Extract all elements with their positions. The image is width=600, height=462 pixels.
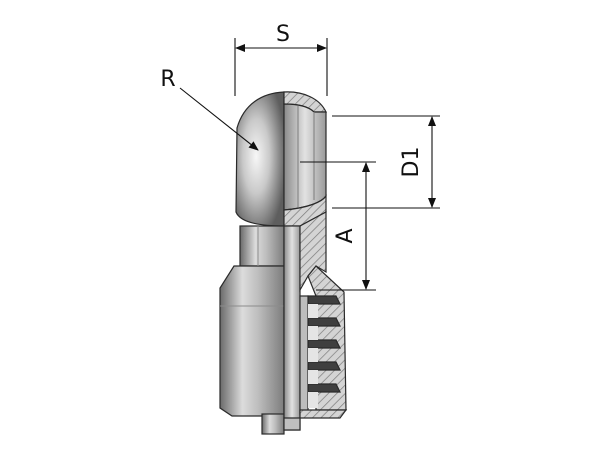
label-a: A: [333, 228, 358, 243]
section-view: [283, 91, 348, 431]
banjo-eye: [235, 91, 285, 227]
socket: [219, 265, 285, 417]
fitting-body: [219, 91, 285, 435]
center-bore: [283, 225, 301, 431]
eye-bore: [283, 103, 327, 211]
serrations: [299, 295, 341, 415]
tube-bottom: [283, 417, 301, 431]
label-r: R: [160, 67, 175, 92]
dimension-d1: D1: [332, 115, 440, 209]
ferrule-step: [261, 413, 285, 435]
label-s: S: [276, 22, 290, 47]
dimension-r: R: [160, 67, 259, 151]
dimension-a: A: [300, 161, 376, 291]
dimension-s: S: [234, 22, 328, 96]
socket-bottom: [299, 409, 348, 419]
label-d1: D1: [399, 147, 424, 178]
neck: [239, 225, 285, 267]
